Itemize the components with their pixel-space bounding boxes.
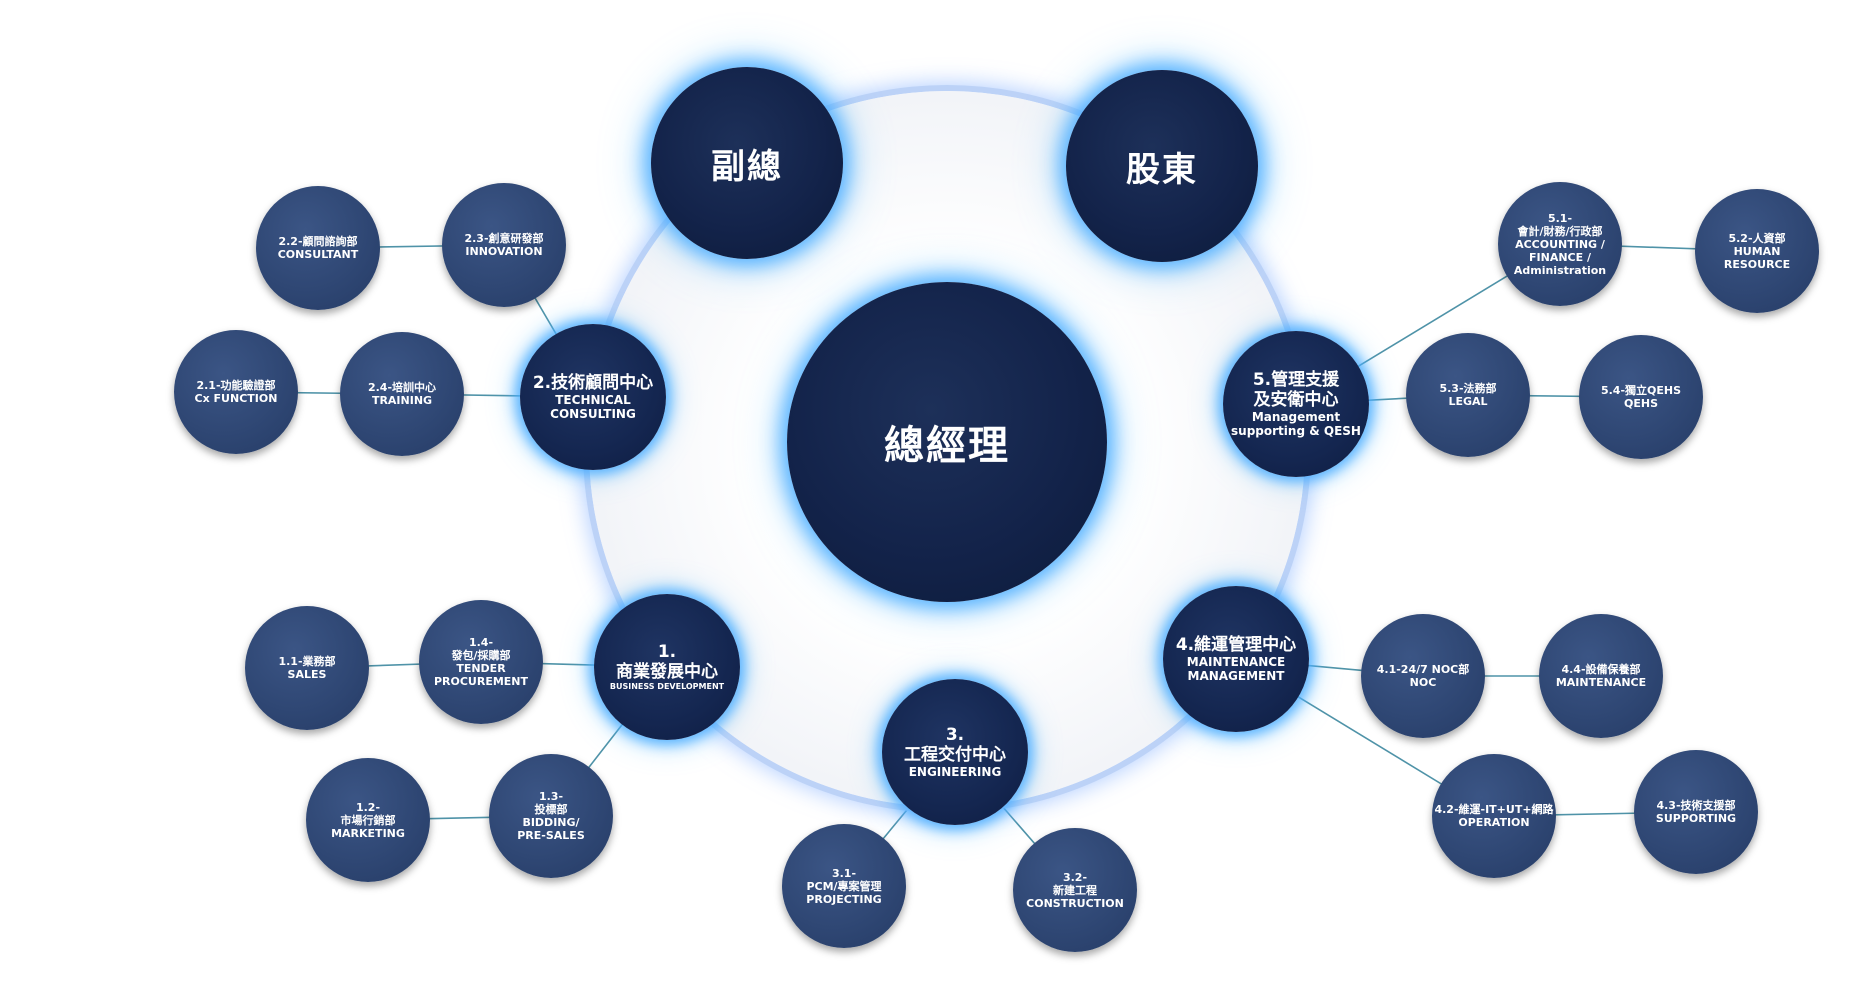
dept-5-3-legal-label-line: 5.3-法務部: [1439, 382, 1497, 395]
dept-2-1-cx-function-label-line: 2.1-功能驗證部: [196, 379, 276, 392]
dept-4-1-noc-label-line: NOC: [1409, 676, 1437, 689]
dept-1-2-marketing-label-line: MARKETING: [331, 826, 405, 840]
dept-5-1-accounting-label-line: 會計/財務/行政部: [1517, 224, 1603, 238]
maintenance-management-center-label-line: 4.維運管理中心: [1175, 635, 1297, 655]
dept-1-1-sales-label-line: SALES: [287, 668, 327, 681]
dept-5-2-human-resource-label-line: HUMAN: [1733, 244, 1781, 258]
dept-1-3-bidding-label-line: PRE-SALES: [517, 829, 585, 842]
business-development-center-label-line: 商業發展中心: [616, 662, 718, 682]
dept-3-2-construction-label-line: 新建工程: [1053, 883, 1097, 897]
dept-5-1-accounting-label-line: 5.1-: [1547, 211, 1573, 225]
vice-president-node: 副總: [651, 67, 843, 259]
dept-2-4-training-label-line: 2.4-培訓中心: [367, 381, 437, 394]
dept-3-2-construction-label-line: CONSTRUCTION: [1026, 896, 1124, 910]
dept-1-3-bidding-label-line: BIDDING/: [522, 816, 580, 829]
dept-3-2-construction-label-line: 3.2-: [1062, 870, 1088, 884]
dept-1-3-bidding-label-line: 投標部: [534, 803, 568, 816]
dept-4-4-maintenance-label-line: 4.4-設備保養部: [1561, 663, 1641, 676]
business-development-center-label-line: 1.: [657, 642, 677, 662]
dept-5-1-accounting-label-line: Administration: [1513, 263, 1607, 277]
vice-president-label-line: 副總: [711, 146, 783, 187]
dept-1-4-procurement-label-line: 1.4-: [468, 636, 494, 649]
management-support-center-label-line: 及安衛中心: [1253, 390, 1339, 410]
dept-4-1-noc-label-line: 4.1-24/7 NOC部: [1376, 663, 1470, 676]
dept-4-4-maintenance-label-line: MAINTENANCE: [1555, 676, 1647, 689]
dept-2-2-consultant-label-line: CONSULTANT: [277, 248, 359, 261]
dept-3-1-projecting-label-line: PCM/專案管理: [806, 879, 882, 893]
dept-1-2-marketing-label-line: 1.2-: [355, 800, 381, 814]
engineering-center-label-line: ENGINEERING: [908, 765, 1002, 779]
technical-consulting-center-label-line: TECHNICAL: [555, 393, 631, 407]
engineering-center-label-line: 3.: [945, 725, 965, 745]
management-support-center-label-line: Management: [1251, 410, 1341, 424]
dept-5-1-accounting-label-line: FINANCE /: [1529, 250, 1591, 264]
engineering-center-label-line: 工程交付中心: [904, 745, 1006, 765]
dept-5-3-legal-label-line: LEGAL: [1448, 395, 1488, 408]
management-support-center-label-line: supporting & QESH: [1231, 424, 1361, 438]
dept-1-4-procurement-label-line: TENDER: [456, 662, 506, 675]
dept-2-1-cx-function-label-line: Cx FUNCTION: [194, 392, 278, 405]
dept-5-1-accounting-label-line: ACCOUNTING /: [1515, 237, 1605, 251]
business-development-center-label-line: BUSINESS DEVELOPMENT: [609, 682, 725, 691]
dept-2-4-training-label-line: TRAINING: [371, 394, 433, 407]
dept-4-2-operation-label-line: OPERATION: [1458, 816, 1530, 829]
shareholders-node: 股東: [1066, 70, 1258, 262]
management-support-center-label-line: 5.管理支援: [1252, 370, 1340, 390]
dept-1-3-bidding-label-line: 1.3-: [538, 790, 564, 803]
dept-2-3-innovation-label-line: INNOVATION: [465, 245, 543, 258]
dept-5-2-human-resource-label-line: 5.2-人資部: [1728, 231, 1786, 245]
dept-4-3-supporting-label-line: 4.3-技術支援部: [1656, 799, 1736, 812]
dept-1-1-sales-label-line: 1.1-業務部: [278, 655, 336, 668]
technical-consulting-center-label-line: 2.技術顧問中心: [532, 373, 654, 393]
dept-3-1-projecting-label-line: PROJECTING: [806, 892, 882, 906]
dept-4-2-operation-label-line: 4.2-維運-IT+UT+網路: [1434, 803, 1554, 816]
general-manager-label-line: 總經理: [884, 423, 1010, 469]
dept-1-2-marketing-label-line: 市場行銷部: [340, 813, 396, 827]
dept-2-2-consultant-label-line: 2.2-顧問諮詢部: [278, 235, 358, 248]
dept-3-1-projecting-label-line: 3.1-: [831, 866, 857, 880]
dept-4-3-supporting-label-line: SUPPORTING: [1655, 812, 1737, 825]
dept-5-2-human-resource-label-line: RESOURCE: [1723, 257, 1791, 271]
dept-5-4-qehs-label-line: QEHS: [1624, 397, 1658, 410]
maintenance-management-center-label-line: MANAGEMENT: [1187, 669, 1285, 683]
maintenance-management-center-label-line: MAINTENANCE: [1186, 655, 1286, 669]
dept-5-4-qehs-label-line: 5.4-獨立QEHS: [1600, 384, 1682, 397]
technical-consulting-center-label-line: CONSULTING: [550, 407, 636, 421]
shareholders-label-line: 股東: [1126, 149, 1198, 190]
dept-1-4-procurement-label-line: PROCUREMENT: [433, 675, 529, 688]
dept-2-3-innovation-label-line: 2.3-創意研發部: [464, 232, 544, 245]
general-manager-node: 總經理: [787, 282, 1107, 602]
dept-1-4-procurement-label-line: 發包/採購部: [451, 649, 511, 662]
